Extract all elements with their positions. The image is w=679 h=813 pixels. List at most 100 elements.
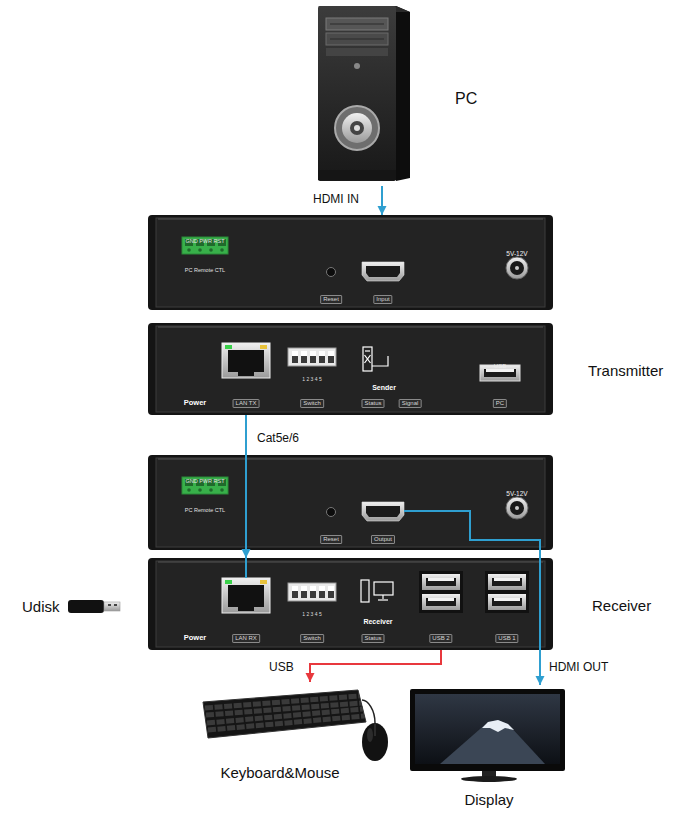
sender-icon-part: [365, 355, 371, 363]
pc-tower-part: [335, 106, 379, 150]
edge-label: Cat5e/6: [256, 432, 300, 445]
pc-tower-part: [354, 63, 360, 69]
cable-part: [245, 558, 247, 578]
mouse-part: [367, 728, 373, 742]
part-label: Udisk: [22, 599, 60, 616]
sender-icon-part: [363, 347, 372, 371]
mode-label: Receiver: [363, 618, 392, 626]
cable: [246, 511, 540, 578]
monitor-part: [461, 776, 517, 782]
text-slot: Reset: [320, 527, 342, 545]
sender-icon-part: [372, 356, 388, 366]
text-slot: Power: [184, 391, 207, 409]
pc-tower-part: [318, 170, 396, 180]
panel-box: GND PWR RST PC Remote CTL Reset Input 5V-12V: [148, 215, 553, 310]
port-label: LAN RX: [232, 634, 260, 643]
receiver-front: [148, 558, 553, 650]
mouse-part: [362, 723, 388, 761]
text-slot: 1 2 3 4 5: [302, 367, 321, 385]
pin-label: GND PWR RST: [185, 478, 224, 484]
arrow-head: [242, 549, 251, 558]
text-slot: GND PWR RST: [185, 229, 224, 247]
monitor-part: [482, 720, 514, 732]
mouse-part: [375, 724, 376, 736]
usb-ports-part: [422, 574, 460, 590]
port-label: PC Remote CTL: [185, 267, 225, 273]
text-slot: Reset: [320, 287, 342, 305]
pc-tower: [318, 6, 410, 181]
usb-ports-part: [488, 594, 526, 610]
port-label: Status: [361, 634, 384, 643]
text-slot: Output: [371, 527, 395, 545]
text-slot: HDMI OUT: [548, 657, 609, 675]
connector: [306, 650, 442, 682]
sender-icon-part: [365, 350, 370, 351]
usb-ports-part: [419, 571, 463, 613]
text-slot: PC: [455, 90, 477, 108]
mode-label: Sender: [372, 384, 396, 392]
port-label: Switch: [300, 634, 324, 643]
usb-ports-part: [428, 578, 454, 581]
text-slot: Power: [184, 626, 207, 644]
port-label: Power: [184, 634, 207, 642]
pc-tower-part: [330, 39, 384, 40]
port-label: Reset: [320, 295, 342, 304]
text-slot: Receiver: [592, 597, 651, 615]
keyboard-part-part: [208, 716, 364, 730]
keyboard-part: [205, 696, 364, 730]
connector-line: [310, 650, 441, 682]
port-label: Power: [184, 399, 207, 407]
text-slot: Switch: [300, 391, 324, 409]
connector-line: [245, 415, 247, 558]
panel-box: Power LAN RX Switch 1 2 3 4 5 ReceiverStatus…: [148, 558, 553, 650]
receiver-icon-part: [382, 595, 383, 599]
connector: [378, 186, 387, 215]
transmitter-back: [148, 215, 553, 310]
usb-ports-part: [492, 598, 522, 606]
peripheral-node: Keyboard&Mouse: [195, 682, 410, 784]
text-slot: 5V-12V: [506, 242, 527, 260]
edge-label: USB: [268, 661, 295, 674]
text-slot: PC: [493, 391, 507, 409]
receiver-icon-part: [374, 582, 393, 595]
cable-part: [404, 511, 540, 550]
text-slot: Keyboard&Mouse: [220, 764, 339, 782]
usb-port-part: [486, 369, 514, 372]
receiver-back: [148, 455, 553, 550]
pc-tower-part: [318, 6, 396, 181]
port-label: Status: [361, 399, 384, 408]
text-slot: Cat5e/6: [256, 428, 300, 446]
text-slot: Sender: [372, 376, 396, 394]
switch-numbers: 1 2 3 4 5: [302, 612, 321, 618]
text-slot: USB 2: [429, 626, 452, 644]
edge-label: HDMI OUT: [548, 661, 609, 674]
monitor: [410, 689, 565, 782]
text-slot: Input: [373, 287, 392, 305]
monitor-part: [415, 694, 560, 764]
switch-numbers: 1 2 3 4 5: [302, 377, 321, 383]
keyboard: [203, 690, 366, 738]
port-label: USB 2: [429, 634, 452, 643]
port-label: Output: [371, 535, 395, 544]
port-label: Signal: [399, 399, 422, 408]
text-slot: Switch: [300, 626, 324, 644]
port-label: 5V-12V: [506, 490, 527, 497]
pc-tower-part: [342, 113, 372, 143]
port-label: PC Remote CTL: [185, 507, 225, 513]
part-label: Receiver: [592, 598, 651, 615]
arrow-head: [536, 676, 545, 685]
usb-ports-part: [492, 578, 522, 586]
transmitter-front: [148, 323, 553, 415]
display-node: Display: [410, 685, 570, 811]
usb-ports-part: [494, 578, 520, 581]
text-slot: USB: [494, 354, 506, 372]
text-slot: GND PWR RST: [185, 469, 224, 487]
connector: [242, 415, 251, 558]
sender-icon: [363, 347, 388, 371]
panel-box: GND PWR RST PC Remote CTL Reset Output 5V-12…: [148, 455, 553, 550]
text-slot: USB: [268, 657, 295, 675]
node-label: PC: [455, 90, 477, 108]
